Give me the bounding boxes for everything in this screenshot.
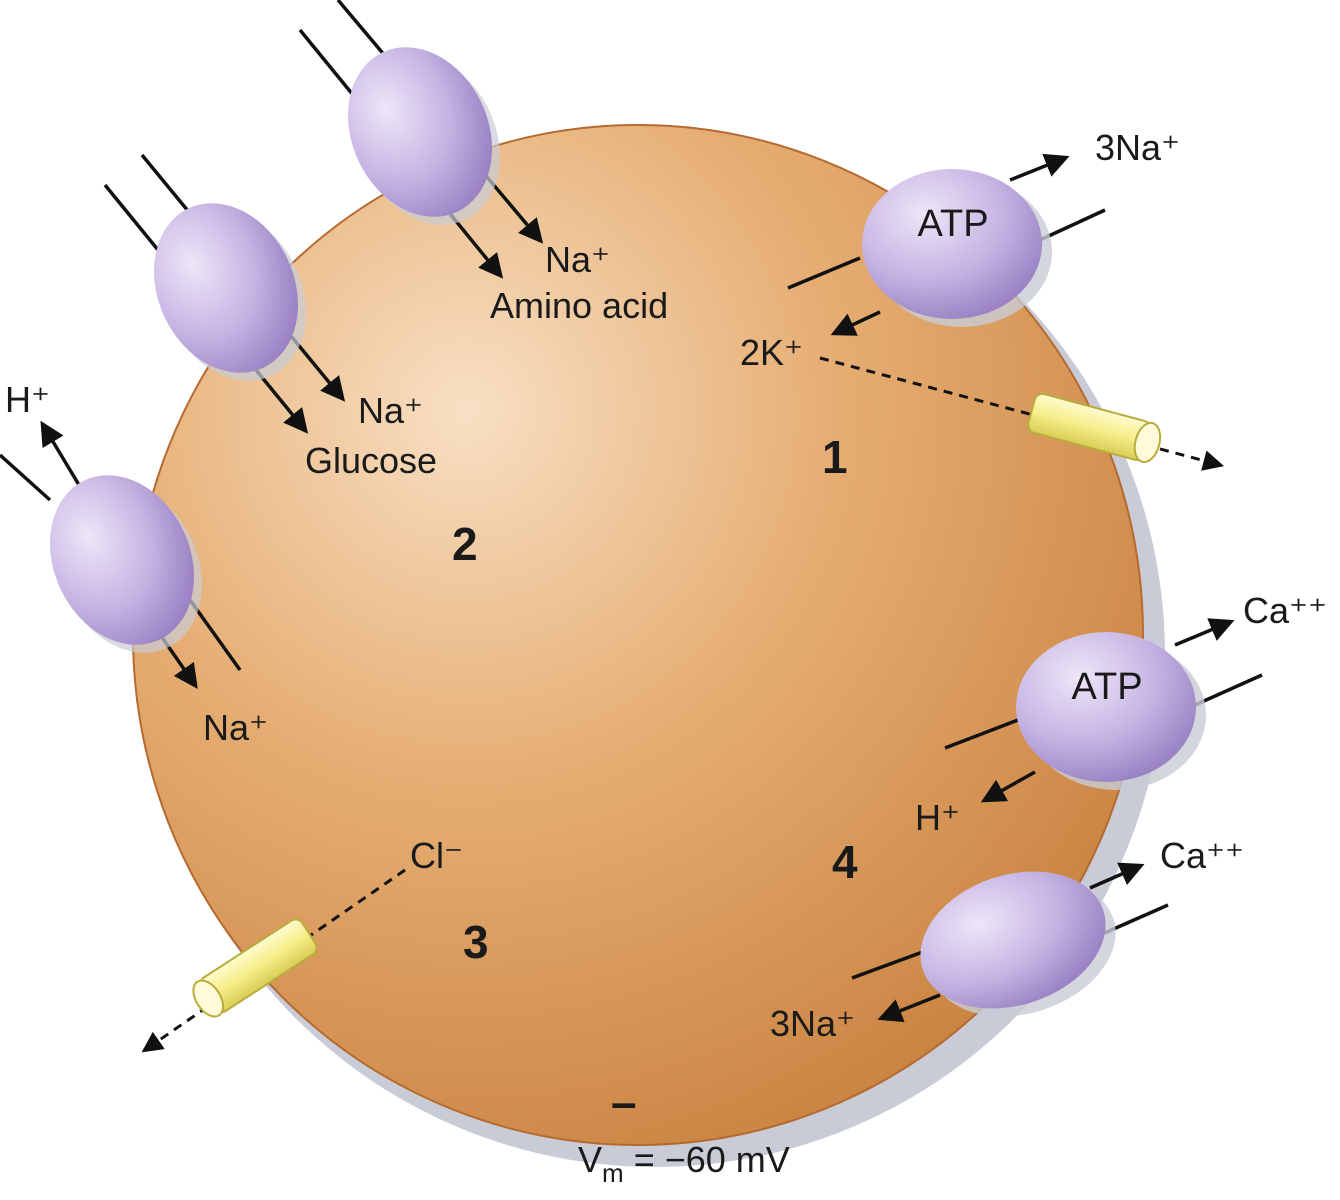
region-1-number: 1 (822, 431, 848, 483)
region-2-number: 2 (452, 518, 478, 570)
label-na-glucose: Na⁺ (358, 390, 423, 431)
calcium-atpase (944, 618, 1263, 803)
sodium-potassium-atpase (787, 153, 1106, 336)
glucose-symporter (103, 153, 346, 434)
sodium-calcium-exchanger (851, 862, 1169, 1023)
label-ca-top: Ca⁺⁺ (1243, 590, 1327, 631)
label-atp-2: ATP (1071, 666, 1142, 708)
membrane-potential-label: Vm = −60 mV (578, 1139, 790, 1188)
label-cl: Cl⁻ (410, 835, 463, 876)
label-h-top-left: H⁺ (5, 379, 50, 420)
label-na-amino: Na⁺ (545, 239, 610, 280)
vm-value: = −60 mV (624, 1139, 790, 1180)
label-3na-in: 3Na⁺ (770, 1003, 855, 1044)
label-ca-bottom: Ca⁺⁺ (1160, 835, 1244, 876)
potassium-leak-channel (819, 356, 1225, 471)
label-3na-out: 3Na⁺ (1095, 127, 1180, 168)
vm-v: V (578, 1139, 602, 1180)
label-glucose: Glucose (305, 440, 437, 481)
label-na-left: Na⁺ (203, 707, 268, 748)
vm-subscript: m (602, 1158, 624, 1188)
label-amino-acid: Amino acid (490, 285, 668, 326)
region-4-number: 4 (832, 836, 858, 888)
label-atp-1: ATP (917, 203, 988, 245)
region-3-number: 3 (463, 916, 489, 968)
sodium-hydrogen-exchanger (0, 420, 242, 690)
amino-acid-symporter (298, 0, 544, 279)
label-2k-in: 2K⁺ (740, 332, 803, 373)
chloride-channel (141, 868, 406, 1053)
label-h-bottom: H⁺ (915, 797, 960, 838)
membrane-potential-minus: – (611, 1076, 637, 1128)
